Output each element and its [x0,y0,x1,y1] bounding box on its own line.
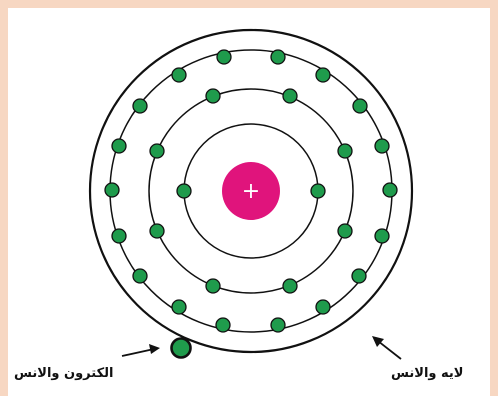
electron [206,279,220,293]
electron [112,139,126,153]
electron [177,184,191,198]
electron [216,318,230,332]
valence-electron [172,339,191,358]
valence-electron-arrowhead [149,344,160,354]
electron [172,300,186,314]
electron [316,68,330,82]
valence-electron-arrow [122,349,154,356]
electron [353,99,367,113]
electron [316,300,330,314]
electron [217,50,231,64]
electron [383,183,397,197]
valence-shell-arrow [378,341,401,359]
electron [206,89,220,103]
electron [283,89,297,103]
electron [172,68,186,82]
nucleus-symbol: + [242,179,260,204]
electron [150,224,164,238]
electron [150,144,164,158]
electron [271,318,285,332]
electron [338,224,352,238]
electron [338,144,352,158]
electron [271,50,285,64]
valence-shell-label: لایه والانس [391,366,463,381]
electron [133,269,147,283]
electron [352,269,366,283]
valence-electron-label: الکترون والانس [14,366,113,381]
electron [375,229,389,243]
electron [133,99,147,113]
electron [105,183,119,197]
electron [112,229,126,243]
electron [375,139,389,153]
electron [311,184,325,198]
electron [283,279,297,293]
